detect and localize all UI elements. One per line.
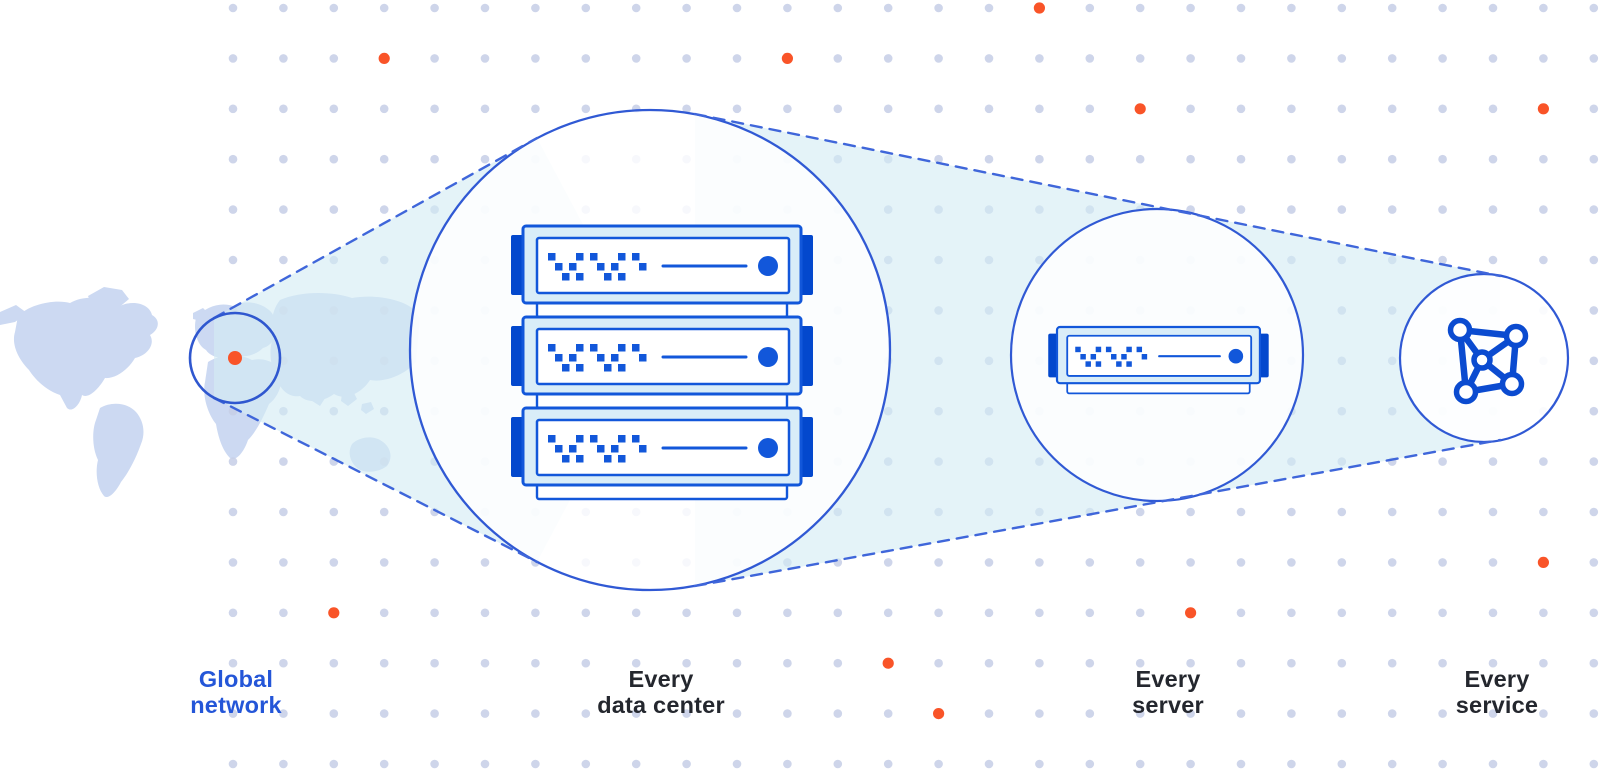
label-every-data-center: Every data center	[597, 666, 725, 718]
global-network-circle	[188, 311, 282, 405]
network-mesh-icon	[1447, 317, 1529, 405]
location-marker-icon	[228, 351, 242, 365]
label-global-network: Global network	[190, 666, 282, 718]
server-icon	[1048, 325, 1269, 395]
zoom-dashed-lines	[212, 112, 1502, 588]
label-every-server: Every server	[1132, 666, 1204, 718]
server-rack-icon	[511, 224, 813, 501]
label-every-service: Every service	[1455, 666, 1539, 718]
